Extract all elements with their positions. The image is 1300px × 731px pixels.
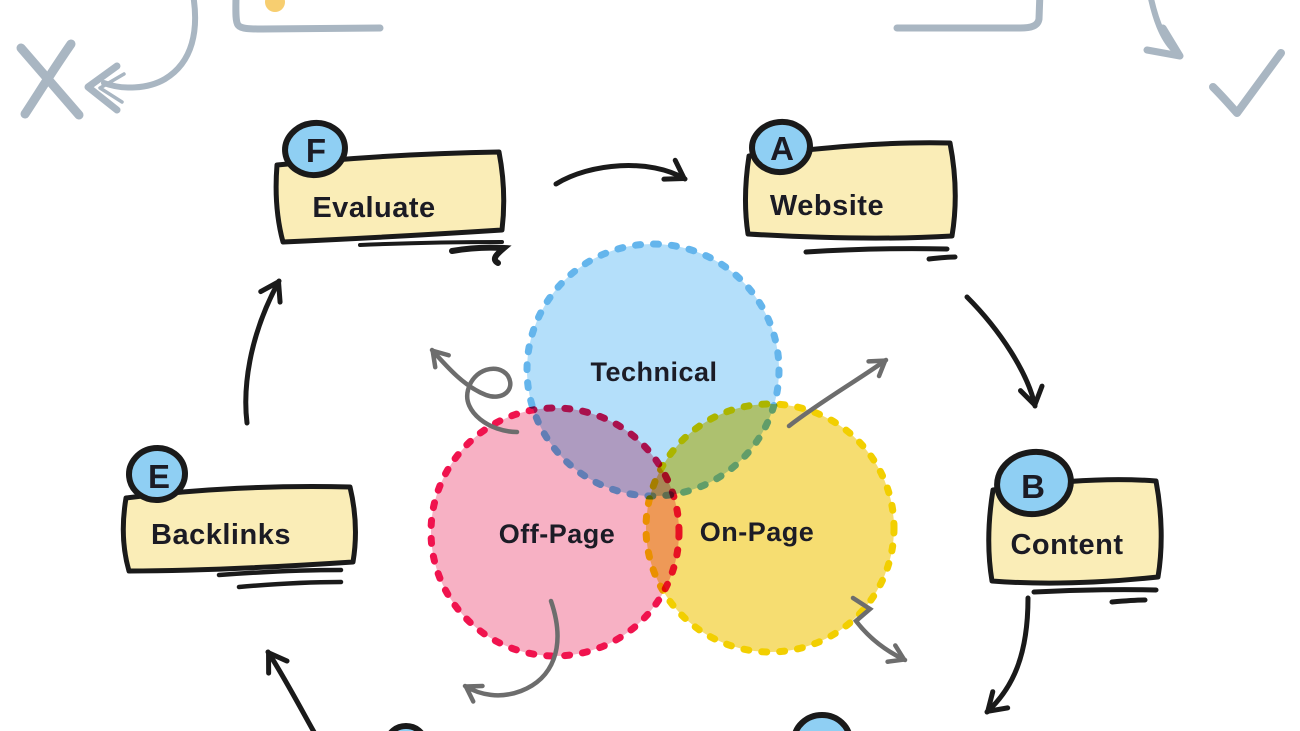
venn-diagram xyxy=(427,240,898,660)
node-backlinks: E Backlinks xyxy=(120,444,358,590)
cycle-arrows xyxy=(243,157,1045,731)
content-underline xyxy=(1109,597,1148,605)
venn-label-technical: Technical xyxy=(590,357,717,387)
curved-arrow-to-x-icon xyxy=(101,0,199,91)
backlinks-box xyxy=(120,484,358,574)
evaluate-label: Evaluate xyxy=(312,192,435,224)
content-badge-letter: B xyxy=(1021,468,1045,505)
content-label: Content xyxy=(1010,529,1123,561)
website-underline xyxy=(926,254,958,262)
curved-arrow-down-right-head-icon xyxy=(1143,24,1184,60)
evaluate-box xyxy=(273,149,507,245)
website-label: Website xyxy=(770,190,884,222)
evaluate-underline xyxy=(358,240,504,247)
window-frame-corner-right-icon xyxy=(893,0,1044,32)
venn-accent-arrows xyxy=(429,347,908,704)
background-sketches xyxy=(16,0,1285,120)
x-mark-icon xyxy=(20,39,76,119)
backlinks-label: Backlinks xyxy=(151,519,291,551)
venn-circle-on-page xyxy=(642,400,898,656)
arrow-website-to-content xyxy=(964,294,1045,409)
curved-arrow-to-x-head-icon xyxy=(84,62,121,114)
yellow-dot-icon xyxy=(265,0,285,12)
venn-label-off-page: Off-Page xyxy=(499,519,616,549)
arrow-content-to-bottom xyxy=(984,595,1031,715)
evaluate-badge-letter: F xyxy=(306,132,326,169)
evaluate-underline xyxy=(449,244,512,266)
backlinks-badge xyxy=(126,444,188,504)
backlinks-underline xyxy=(216,567,344,578)
bottom-right-partial-badge xyxy=(792,712,852,731)
window-frame-corner-left-icon xyxy=(232,0,384,33)
arrow-bottom-to-backlinks xyxy=(265,649,317,731)
arrow-backlinks-to-evaluate xyxy=(243,278,283,426)
venn-label-on-page: On-Page xyxy=(700,517,815,547)
node-evaluate: F Evaluate xyxy=(273,119,512,266)
arrow-evaluate-to-website xyxy=(553,157,688,187)
content-underline xyxy=(1031,587,1159,595)
bottom-left-partial-badge xyxy=(388,723,424,731)
curved-arrow-to-x-head-icon xyxy=(98,72,126,104)
evaluate-badge xyxy=(282,119,348,179)
backlinks-badge-letter: E xyxy=(148,458,170,495)
node-website: A Website xyxy=(742,118,958,262)
website-underline xyxy=(803,246,950,255)
checkmark-icon xyxy=(1209,49,1285,117)
content-badge xyxy=(994,448,1074,518)
arrow-out-bottom-right-icon xyxy=(850,595,908,664)
arrow-out-bottom-left-icon xyxy=(462,598,560,704)
backlinks-underline xyxy=(236,579,344,590)
website-badge-letter: A xyxy=(770,130,794,167)
scribble-loop-arrow-icon xyxy=(429,347,520,435)
website-badge xyxy=(749,118,813,176)
node-content: B Content xyxy=(986,448,1164,605)
arrow-out-top-right-icon xyxy=(786,357,889,429)
